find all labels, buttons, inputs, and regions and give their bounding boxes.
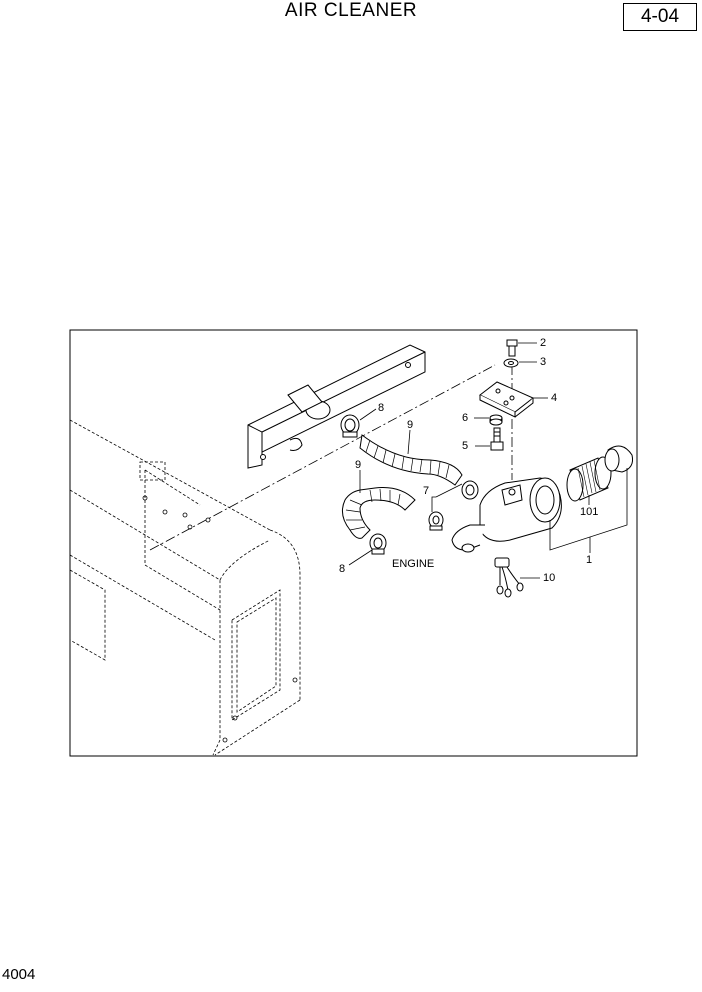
callout-9-lower: 9 [355,459,361,471]
hose-clamp-upper [340,414,360,438]
hose-upper [359,434,463,486]
plate-4 [479,381,534,418]
air-cleaner-housing [451,477,562,553]
callout-4: 4 [551,392,557,404]
page-reference-box: 4-04 [623,3,697,31]
bolt-5 [490,427,504,451]
callout-8-upper: 8 [378,402,384,414]
callout-3: 3 [540,356,546,368]
callout-5: 5 [462,440,468,452]
page-title: AIR CLEANER [284,0,418,21]
mounting-bracket [247,344,426,469]
assembly-leader-line [149,364,496,551]
vacuum-indicator-10 [494,557,524,598]
hose-clamp-lower [369,533,387,555]
diagram-frame [69,329,638,757]
hose-clamp-7 [428,480,479,531]
callout-8-lower: 8 [339,563,345,575]
hose-lower [341,487,416,539]
washer-6 [489,414,503,426]
callout-10: 10 [543,572,555,584]
callout-1: 1 [586,554,592,566]
callout-101: 101 [580,506,598,518]
end-cap [604,445,633,473]
callout-7: 7 [423,485,429,497]
callout-1-bracket [549,468,628,551]
machine-body-outline [69,419,301,756]
engine-label: ENGINE [392,558,434,570]
callout-6: 6 [462,412,468,424]
filter-element-101 [566,456,612,502]
bolt-2 [506,339,518,357]
footer-code: 4004 [2,966,36,983]
callout-9-upper: 9 [407,419,413,431]
washer-3 [503,358,519,368]
callout-2: 2 [540,337,546,349]
